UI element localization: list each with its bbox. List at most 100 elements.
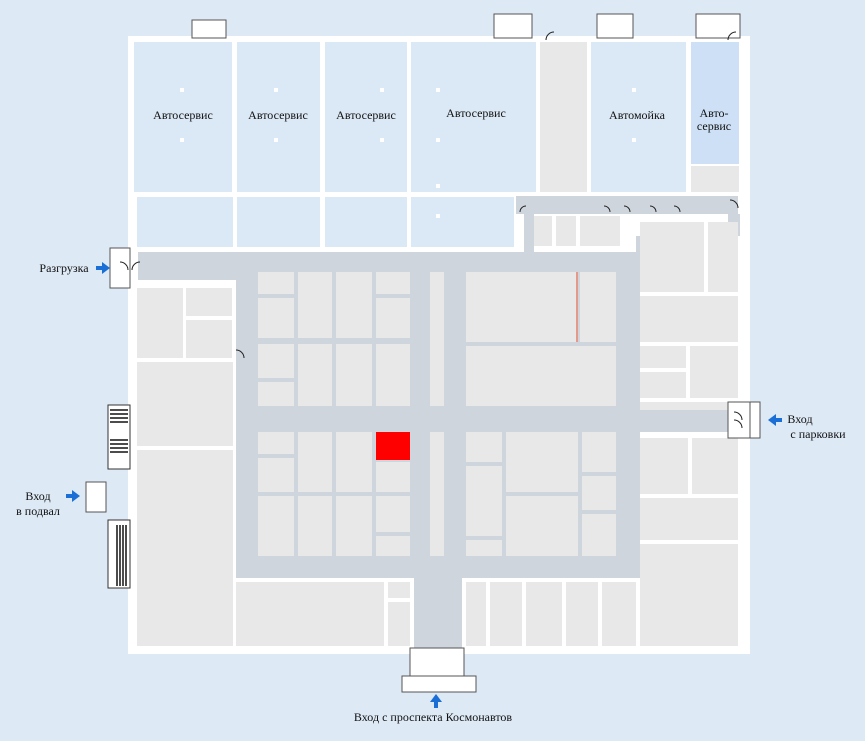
room <box>466 346 616 406</box>
room <box>258 458 294 492</box>
left-stairs <box>107 404 131 589</box>
room <box>430 432 444 556</box>
room <box>298 432 332 492</box>
corridor-connector <box>524 196 534 252</box>
top-exit-4 <box>695 13 741 39</box>
room <box>376 344 410 406</box>
room <box>258 432 294 454</box>
corridor-cross <box>236 410 730 430</box>
room-autoservice-3-lower <box>325 197 407 247</box>
room <box>298 272 332 338</box>
room <box>640 402 728 410</box>
room <box>582 514 616 556</box>
room-carwash[interactable] <box>591 42 686 192</box>
corridor-service <box>516 196 738 214</box>
room <box>490 582 522 646</box>
room <box>336 432 372 492</box>
room <box>466 466 502 536</box>
room-autoservice-2[interactable] <box>237 42 320 192</box>
label-basement-line2: в подвал <box>16 504 60 518</box>
room <box>640 544 738 646</box>
corridor-bottom <box>236 560 640 578</box>
room <box>376 272 410 294</box>
room <box>692 438 738 494</box>
parking-arrow-icon <box>768 414 782 426</box>
top-exit-3 <box>596 13 634 39</box>
room <box>640 222 704 292</box>
room-autoservice-4[interactable] <box>411 42 536 192</box>
room <box>526 582 562 646</box>
label-autoservice-4: Автосервис <box>446 106 506 120</box>
room <box>258 298 294 338</box>
room <box>336 272 372 338</box>
corridor-mid-right <box>446 252 462 652</box>
room <box>137 288 183 358</box>
stair-block <box>540 42 587 192</box>
wall-marker <box>576 272 578 342</box>
main-entrance-porch <box>401 675 477 693</box>
selected-room[interactable] <box>376 432 410 460</box>
room <box>298 344 332 406</box>
service-room <box>534 216 552 246</box>
label-autoservice-5-line2: сервис <box>697 119 731 133</box>
stair-right <box>691 166 739 192</box>
room <box>186 288 232 316</box>
room <box>640 498 738 540</box>
unloading-door <box>109 247 131 289</box>
room <box>376 536 410 556</box>
basement-arrow-icon <box>66 490 80 502</box>
room <box>376 496 410 532</box>
label-parking-line2: с парковки <box>790 427 846 441</box>
room <box>258 344 294 378</box>
main-entrance-arrow-icon <box>430 694 442 708</box>
room <box>236 582 384 646</box>
room-autoservice-3[interactable] <box>325 42 407 192</box>
room <box>466 540 502 556</box>
room <box>640 296 738 342</box>
room <box>640 372 686 398</box>
room <box>566 582 598 646</box>
room <box>258 382 294 406</box>
room <box>582 432 616 472</box>
room <box>466 582 486 646</box>
service-room <box>556 216 576 246</box>
room <box>602 582 636 646</box>
service-room <box>580 216 620 246</box>
room <box>466 432 502 462</box>
room <box>336 496 372 556</box>
room <box>640 438 688 494</box>
room <box>258 496 294 556</box>
columns <box>180 88 636 218</box>
parking-door-frame <box>749 401 761 439</box>
room-autoservice-5[interactable] <box>691 42 739 164</box>
parking-door <box>727 401 751 439</box>
room-autoservice-2-lower <box>237 197 320 247</box>
room <box>376 462 410 492</box>
label-carwash: Автомойка <box>609 108 666 122</box>
room <box>298 496 332 556</box>
room <box>580 272 616 342</box>
room <box>582 476 616 510</box>
room <box>388 602 410 646</box>
room <box>506 496 578 556</box>
label-autoservice-3: Автосервис <box>336 108 396 122</box>
room <box>690 346 738 398</box>
label-parking-line1: Вход <box>787 412 812 426</box>
room <box>336 344 372 406</box>
main-entrance-vestibule <box>409 647 465 677</box>
room <box>388 582 410 598</box>
arrows <box>66 262 782 708</box>
room <box>186 320 232 358</box>
door-arcs <box>119 31 743 429</box>
room <box>258 272 294 294</box>
room <box>506 432 578 492</box>
room <box>466 272 576 342</box>
room <box>376 298 410 338</box>
room-autoservice-4-lower <box>411 197 514 247</box>
unloading-arrow-icon <box>96 262 110 274</box>
room <box>640 346 686 368</box>
label-main-entrance: Вход с проспекта Космонавтов <box>354 710 512 724</box>
room <box>137 362 233 446</box>
room-autoservice-1[interactable] <box>134 42 232 192</box>
